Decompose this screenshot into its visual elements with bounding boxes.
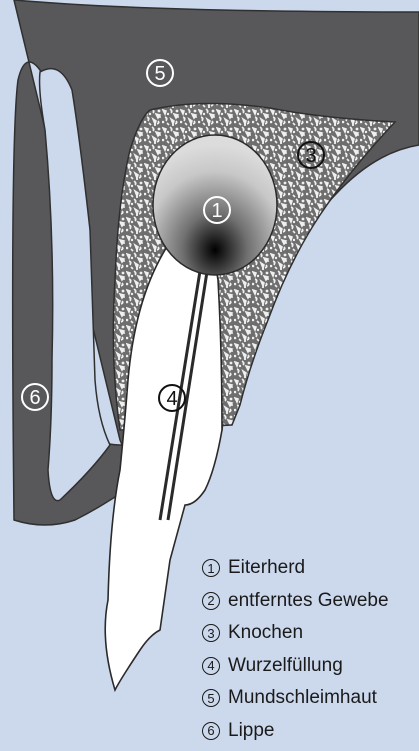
- legend-label: Lippe: [228, 720, 275, 742]
- legend-label: Knochen: [228, 622, 303, 644]
- legend-number: 4: [202, 657, 220, 675]
- callout-5-label: 5: [154, 63, 165, 85]
- legend-item: 3 Knochen: [202, 617, 389, 650]
- legend-item: 1 Eiterherd: [202, 552, 389, 585]
- legend-number: 5: [202, 689, 220, 707]
- legend-number: 6: [202, 722, 220, 740]
- callout-6-label: 6: [29, 387, 40, 409]
- callout-4-label: 4: [166, 388, 177, 410]
- legend: 1 Eiterherd 2 entferntes Gewebe 3 Knoche…: [202, 552, 389, 747]
- legend-number: 2: [202, 592, 220, 610]
- callout-1-label: 1: [211, 200, 222, 222]
- legend-item: 4 Wurzelfüllung: [202, 650, 389, 683]
- legend-item: 6 Lippe: [202, 715, 389, 748]
- legend-label: Wurzelfüllung: [228, 655, 343, 677]
- legend-label: entferntes Gewebe: [228, 590, 389, 612]
- legend-label: Eiterherd: [228, 557, 305, 579]
- legend-number: 1: [202, 559, 220, 577]
- legend-item: 2 entferntes Gewebe: [202, 585, 389, 618]
- legend-number: 3: [202, 624, 220, 642]
- legend-label: Mundschleimhaut: [228, 687, 377, 709]
- callout-3-label: 3: [305, 145, 316, 167]
- legend-item: 5 Mundschleimhaut: [202, 682, 389, 715]
